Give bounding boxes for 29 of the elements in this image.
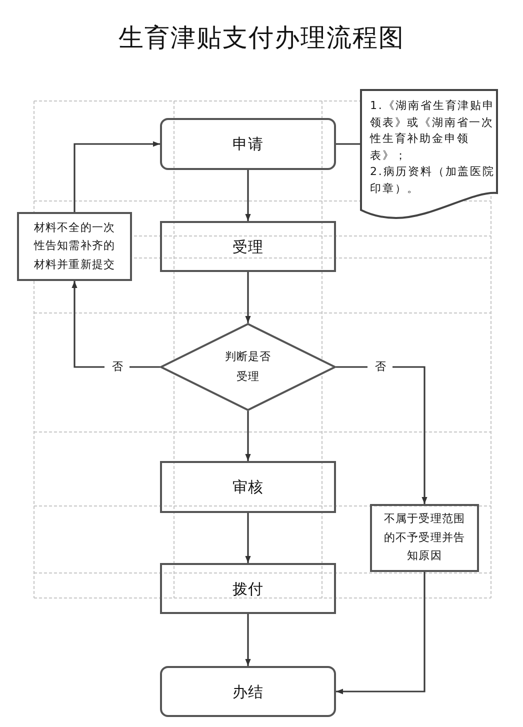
rounded-process-box bbox=[160, 118, 336, 170]
process-box bbox=[160, 563, 336, 614]
arrow bbox=[245, 411, 251, 461]
arrow bbox=[245, 513, 251, 563]
step-label: 申请 bbox=[232, 134, 264, 154]
decision-label: 判断是否受理 bbox=[224, 349, 272, 385]
diagram-title: 生育津贴支付办理流程图 bbox=[118, 22, 404, 54]
process-box bbox=[17, 212, 132, 281]
connector-line bbox=[336, 143, 360, 145]
step-label: 拨付 bbox=[232, 578, 264, 598]
arrow bbox=[245, 614, 251, 666]
arrow bbox=[245, 272, 251, 323]
step-text: 材料不全的一次性告知需补齐的材料并重新提交 bbox=[32, 220, 116, 273]
process-box bbox=[160, 461, 336, 513]
arrow bbox=[74, 141, 160, 212]
arrow bbox=[245, 170, 251, 221]
process-box bbox=[160, 221, 336, 272]
document-shape bbox=[360, 89, 498, 220]
document-text: 1.《湖南省生育津贴申领表》或《湖南省一次性生育补助金申领表》； bbox=[370, 98, 496, 164]
step-label: 办结 bbox=[232, 682, 264, 702]
process-box bbox=[370, 504, 479, 572]
step-label: 审核 bbox=[232, 477, 264, 497]
step-label: 受理 bbox=[232, 236, 264, 256]
decision-diamond bbox=[160, 323, 336, 411]
document-text: 2.病历资料（加盖医院印章）。 bbox=[370, 164, 496, 196]
step-text: 不属于受理范围的不予受理并告知原因 bbox=[382, 511, 466, 564]
arrow bbox=[336, 572, 426, 694]
arrow bbox=[336, 366, 428, 504]
rounded-process-box bbox=[160, 666, 336, 717]
